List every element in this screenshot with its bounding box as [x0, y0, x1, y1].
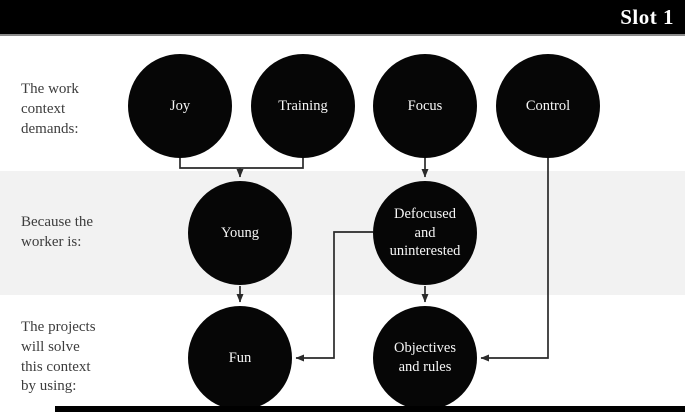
node-focus-label: Focus: [407, 97, 443, 114]
connector-joy-training-merge-line: [179, 156, 304, 169]
slot-header-bar: Slot 1: [0, 0, 685, 36]
slot-title: Slot 1: [620, 4, 674, 29]
node-focus: Focus: [373, 54, 477, 158]
connector-control-to-objectives-arrow: [480, 156, 549, 362]
row-label-projects-solve-by-using: The projects will solve this context by …: [21, 319, 96, 395]
node-control: Control: [496, 54, 600, 158]
node-objectives-label: Objectives and rules: [393, 340, 456, 375]
node-control-label: Control: [525, 97, 571, 114]
node-training: Training: [251, 54, 355, 158]
slot-footer-bar: [55, 406, 685, 412]
node-joy: Joy: [128, 54, 232, 158]
node-fun-label: Fun: [228, 349, 252, 366]
middle-row-background-band: [0, 171, 685, 295]
node-young-label: Young: [220, 224, 260, 241]
connector-defocused-to-fun-arrow: [295, 231, 373, 362]
node-training-label: Training: [278, 97, 328, 114]
node-objectives-and-rules: Objectives and rules: [373, 306, 477, 410]
node-joy-label: Joy: [169, 97, 191, 114]
row-label-work-context-demands: The work context demands:: [21, 81, 79, 137]
node-defocused-and-uninterested: Defocused and uninterested: [373, 181, 477, 285]
node-young: Young: [188, 181, 292, 285]
row-label-because-worker-is: Because the worker is:: [21, 214, 94, 250]
node-fun: Fun: [188, 306, 292, 410]
node-defocused-label: Defocused and uninterested: [389, 205, 461, 260]
